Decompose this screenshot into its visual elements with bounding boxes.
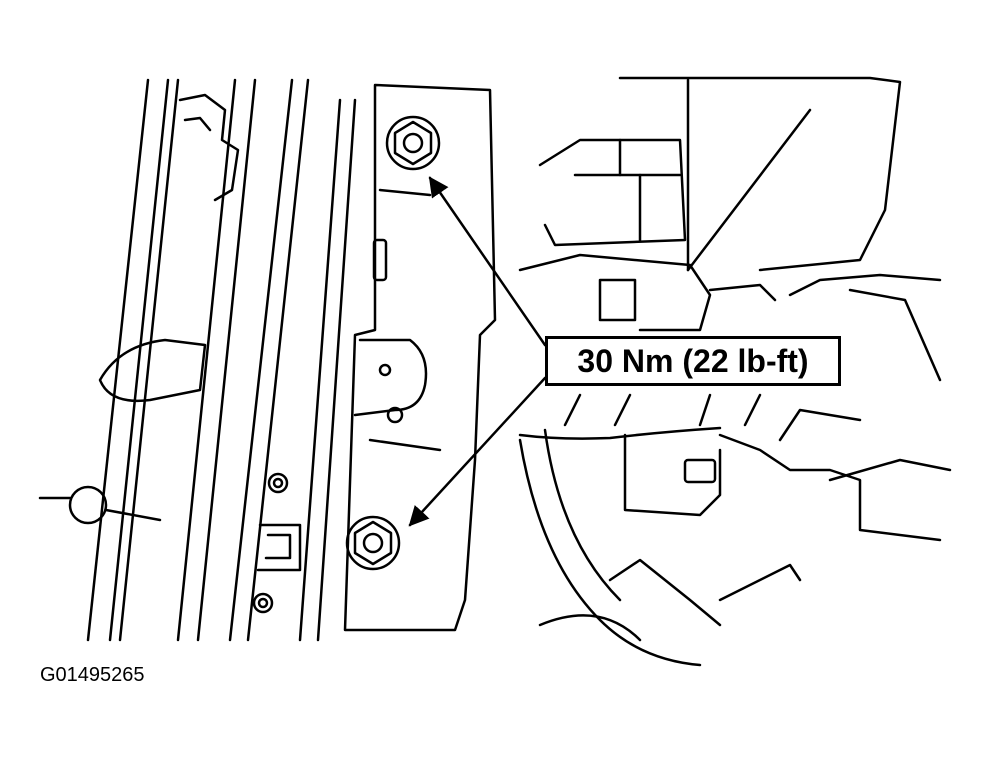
right-housing: [518, 76, 942, 382]
lower-bolt: [345, 515, 401, 571]
pillar-lines: [86, 78, 357, 642]
callout-arrows: [408, 176, 547, 527]
torque-callout: 30 Nm (22 lb-ft): [545, 336, 841, 386]
lower-right-hardware: [518, 393, 952, 667]
figure-id: G01495265: [40, 664, 145, 686]
mounting-bracket: [343, 83, 497, 632]
upper-clip: [178, 93, 240, 202]
upper-bolt: [385, 115, 441, 171]
grommet: [38, 338, 207, 525]
small-holes: [252, 472, 302, 614]
